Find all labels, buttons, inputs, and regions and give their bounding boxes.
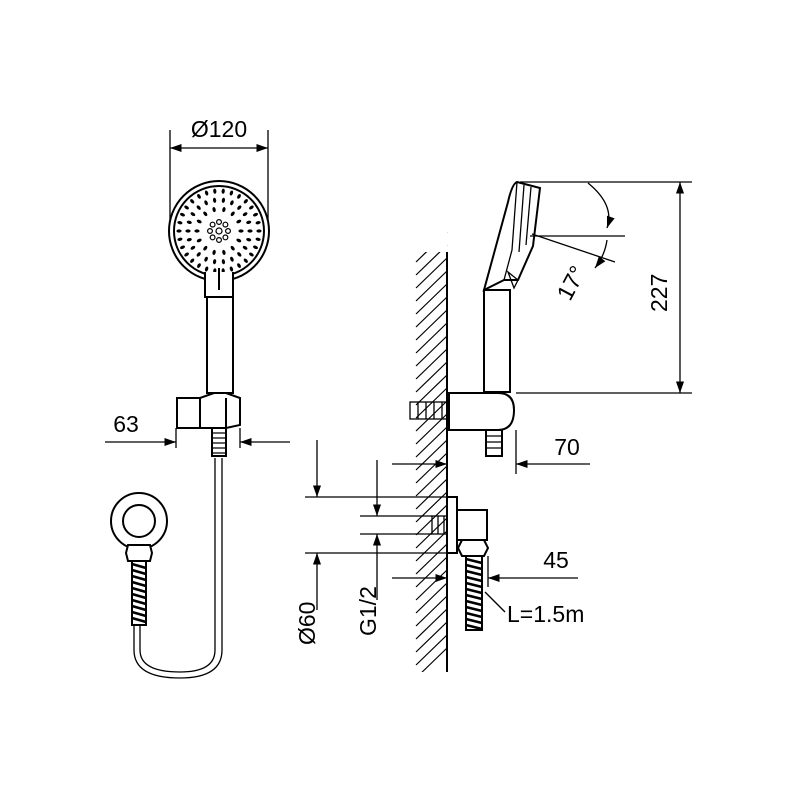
label-flange-diameter: Ø60	[294, 602, 320, 645]
dimension-angle: 17°	[530, 182, 625, 304]
handle-front	[206, 296, 234, 394]
hose-thread-front	[131, 562, 147, 624]
spray-holes	[176, 188, 262, 274]
label-hose-length: L=1.5m	[507, 601, 584, 627]
wall-elbow-front	[110, 492, 168, 626]
handheld-shower-side	[482, 180, 542, 393]
side-view: 17° 227 70 Ø60	[294, 180, 692, 702]
label-holder-width: 63	[113, 411, 139, 437]
shower-head-front	[168, 180, 270, 298]
wall	[400, 230, 448, 702]
hose-connector-front	[211, 427, 227, 457]
dimension-height: 227	[516, 181, 692, 394]
label-thread: G1/2	[355, 586, 381, 636]
wall-elbow-side	[431, 496, 490, 631]
dimension-projection: 70	[392, 430, 590, 474]
holder-front	[176, 392, 241, 429]
hose-thread-side	[465, 557, 483, 631]
label-elbow-projection: 45	[543, 547, 569, 573]
dimension-elbow-projection: 45	[392, 547, 578, 587]
dimension-head-diameter: Ø120	[169, 116, 269, 222]
front-view: Ø120 63	[105, 116, 290, 679]
dimension-thread: G1/2	[355, 460, 432, 636]
label-angle: 17°	[551, 261, 590, 304]
dimension-flange-diameter: Ø60	[294, 440, 458, 645]
hose-length-label: L=1.5m	[484, 591, 584, 627]
label-height: 227	[646, 274, 672, 312]
label-projection: 70	[554, 434, 580, 460]
hose-front	[139, 458, 216, 673]
holder-side	[409, 392, 516, 457]
dimension-holder-width: 63	[105, 411, 290, 448]
label-head-diameter: Ø120	[191, 116, 247, 142]
